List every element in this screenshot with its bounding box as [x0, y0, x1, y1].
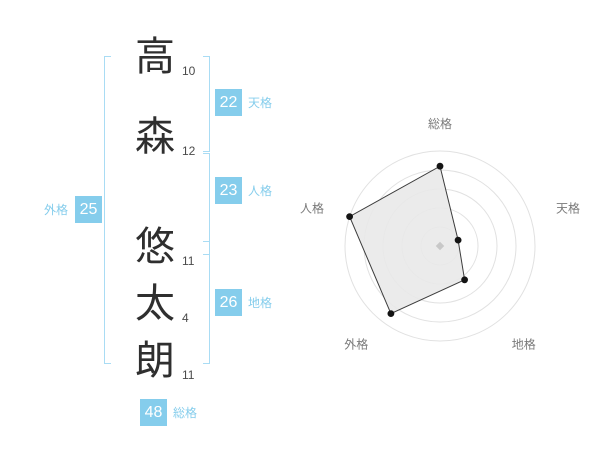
- name-character: 太: [135, 282, 175, 326]
- soukaku-value-badge: 48: [140, 399, 167, 426]
- stroke-count: 10: [182, 64, 196, 78]
- stroke-count: 12: [182, 144, 196, 158]
- radar-chart-area: 総格天格地格 外格 人格: [295, 103, 595, 393]
- name-character: 悠: [135, 225, 175, 269]
- radar-axis-label: 総格: [428, 116, 452, 131]
- tenkaku-value-badge: 22: [215, 89, 242, 116]
- radar-point: [346, 213, 353, 220]
- radar-point: [454, 236, 462, 244]
- radar-axis-label: 天格: [556, 200, 580, 215]
- tenkaku-bracket: [203, 56, 210, 152]
- chikaku-value-badge: 26: [215, 289, 242, 316]
- gaikaku-bracket: [104, 56, 111, 364]
- radar-axis-label: 人格: [300, 200, 324, 215]
- radar-point: [436, 162, 444, 170]
- jinkaku-label: 人格: [248, 184, 273, 198]
- name-char-row: 太 4: [130, 281, 189, 327]
- name-char-row: 朗 11: [130, 338, 194, 384]
- radar-axis-label: 外格: [344, 337, 368, 352]
- gaikaku-label: 外格: [44, 203, 69, 217]
- jinkaku-value-badge: 23: [215, 177, 242, 204]
- name-char-row: 森 12: [130, 114, 195, 160]
- radar-axis-label: 地格: [512, 337, 536, 352]
- radar-ring: [344, 150, 536, 342]
- stroke-count: 11: [182, 254, 195, 268]
- soukaku-label: 総格: [173, 406, 198, 420]
- gaikaku-value-badge: 25: [75, 196, 102, 223]
- stroke-count: 4: [182, 311, 189, 325]
- chikaku-bracket: [203, 241, 210, 364]
- chikaku-label: 地格: [248, 296, 273, 310]
- radar-point: [461, 276, 468, 284]
- name-character: 朗: [135, 339, 175, 383]
- name-character: 高: [135, 35, 175, 79]
- name-character: 森: [135, 115, 175, 159]
- name-char-row: 悠 11: [130, 224, 194, 270]
- radar-point: [387, 310, 395, 317]
- radar-center-dot: [435, 241, 445, 251]
- radar-polygon: [348, 165, 466, 315]
- jinkaku-bracket: [203, 153, 210, 255]
- name-char-row: 高 10: [130, 34, 195, 80]
- stroke-count: 11: [182, 368, 195, 382]
- tenkaku-label: 天格: [248, 96, 273, 110]
